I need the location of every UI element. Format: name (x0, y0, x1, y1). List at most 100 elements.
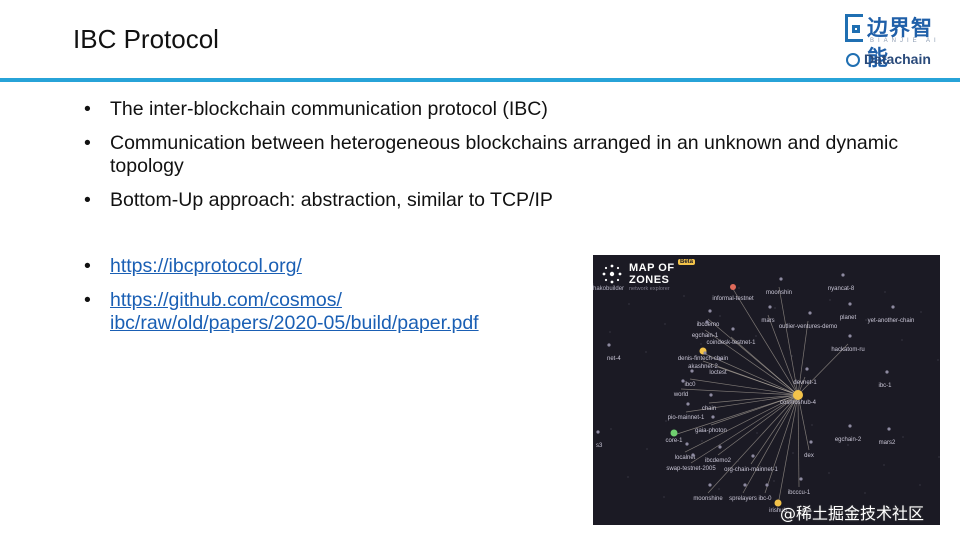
background-dot (755, 335, 757, 337)
graph-edge (680, 388, 799, 396)
background-dot (919, 484, 921, 486)
zone-node (793, 390, 803, 400)
bullet-item: • Bottom-Up approach: abstraction, simil… (84, 189, 904, 212)
watermark: @稀土掘金技术社区 (780, 504, 925, 523)
zone-label: ibc0 (684, 382, 696, 388)
background-dot (645, 351, 647, 353)
zone-node (596, 430, 600, 434)
graph-edge (684, 394, 799, 453)
zone-node (718, 445, 722, 449)
background-dot (864, 492, 866, 494)
background-dot (792, 452, 794, 454)
graph-edge (777, 394, 799, 506)
zone-label: yet-another-chain (868, 318, 915, 324)
background-dot (811, 424, 813, 426)
datachain-logo-text: Datachain (864, 51, 931, 67)
map-of-zones-brand: MAP OF ZONES (629, 262, 675, 286)
zone-label: chain (702, 406, 716, 412)
zone-label: dex (804, 453, 814, 459)
zone-node (686, 402, 690, 406)
graph-edge (797, 320, 809, 396)
bullet-item: • https://github.com/cosmos/ibc/raw/old/… (84, 289, 904, 335)
map-of-zones-image: nyancat-8 moonshin informal-testnet ibcdemo… (593, 255, 940, 525)
background-dot (719, 315, 721, 317)
title-divider (0, 78, 960, 82)
background-dot (665, 420, 667, 422)
graph-edge (732, 288, 799, 396)
graph-edge (730, 336, 799, 396)
map-tagline: network explorer (629, 286, 670, 292)
zone-label: ibcdemo2 (705, 458, 732, 464)
zone-node (711, 415, 715, 419)
zone-label: core-1 (665, 438, 683, 444)
background-dot (884, 291, 886, 293)
background-dot (846, 347, 848, 349)
bullet-text: Communication between heterogeneous bloc… (110, 132, 899, 177)
background-dot (737, 460, 739, 462)
ibcprotocol-link[interactable]: https://ibcprotocol.org/ (110, 255, 302, 277)
graph-edge (797, 343, 849, 396)
background-dot (738, 287, 740, 289)
zone-node (779, 277, 783, 281)
background-dot (847, 444, 849, 446)
zone-label: swap-testnet-2005 (666, 466, 716, 472)
zone-label: loctest (709, 370, 727, 376)
zone-node (848, 424, 852, 428)
zone-label: moonshin (766, 290, 792, 296)
bullet-text: The inter-blockchain communication proto… (110, 98, 548, 120)
zone-label: devnet-1 (793, 380, 817, 386)
zone-node (708, 309, 712, 313)
background-dot (937, 359, 939, 361)
zone-label: nyancat-8 (828, 286, 855, 292)
background-dot (646, 448, 648, 450)
bullet-item: • Communication between heterogeneous bl… (84, 132, 904, 178)
zone-label: ibc-0 (758, 496, 772, 502)
zone-label: pio-mainnet-1 (668, 415, 705, 421)
zone-label: egchain-1 (692, 333, 719, 339)
bullet-item: • The inter-blockchain communication pro… (84, 98, 904, 121)
map-of-zones-logo-icon (602, 264, 622, 284)
beta-badge: Beta (678, 259, 696, 265)
zone-node (848, 302, 852, 306)
zone-node (768, 305, 772, 309)
bianjie-logo-text: 边界智能 (867, 16, 933, 70)
bianjie-logo: 边界智能 BIANJIE AI (845, 14, 945, 70)
zone-label: gaia-photon (695, 428, 727, 434)
zone-node (709, 393, 713, 397)
zone-label: s3 (596, 443, 603, 449)
graph-edge (797, 394, 810, 451)
zone-label: akashnet-2 (688, 364, 718, 370)
zone-node (730, 284, 736, 290)
background-dot (938, 456, 940, 458)
background-dot (609, 331, 611, 333)
zone-node (703, 351, 707, 355)
zone-label: ibcdemo (697, 322, 720, 328)
zone-label: cosmoshub-4 (780, 400, 817, 406)
slide-title: IBC Protocol (73, 24, 219, 54)
graph-edge (750, 394, 799, 465)
zone-node (891, 305, 895, 309)
zone-node (670, 429, 678, 437)
zone-label: mars2 (879, 440, 896, 446)
zone-node (751, 454, 755, 458)
brand-line-1: MAP OF (629, 262, 675, 274)
zone-label: world (673, 392, 688, 398)
zone-node (681, 379, 685, 383)
background-dot (628, 303, 630, 305)
zone-label: ibc-1 (878, 383, 892, 389)
zone-node (808, 311, 812, 315)
zone-node (708, 483, 712, 487)
background-dot (902, 436, 904, 438)
graph-edge (689, 378, 799, 396)
zone-label: informal-testnet (712, 296, 754, 302)
bianjie-mark-icon (845, 14, 863, 42)
zone-label: coindesk-testnet-1 (706, 340, 756, 346)
zone-node (743, 483, 747, 487)
zone-node (774, 499, 782, 507)
zone-label: irishub (769, 508, 787, 514)
background-dot (774, 307, 776, 309)
zone-label: org-chain-mainnet-1 (724, 467, 778, 473)
background-dot (865, 319, 867, 321)
ibc-paper-link[interactable]: https://github.com/cosmos/ibc/raw/old/pa… (110, 289, 479, 334)
graph-edge (704, 329, 799, 396)
